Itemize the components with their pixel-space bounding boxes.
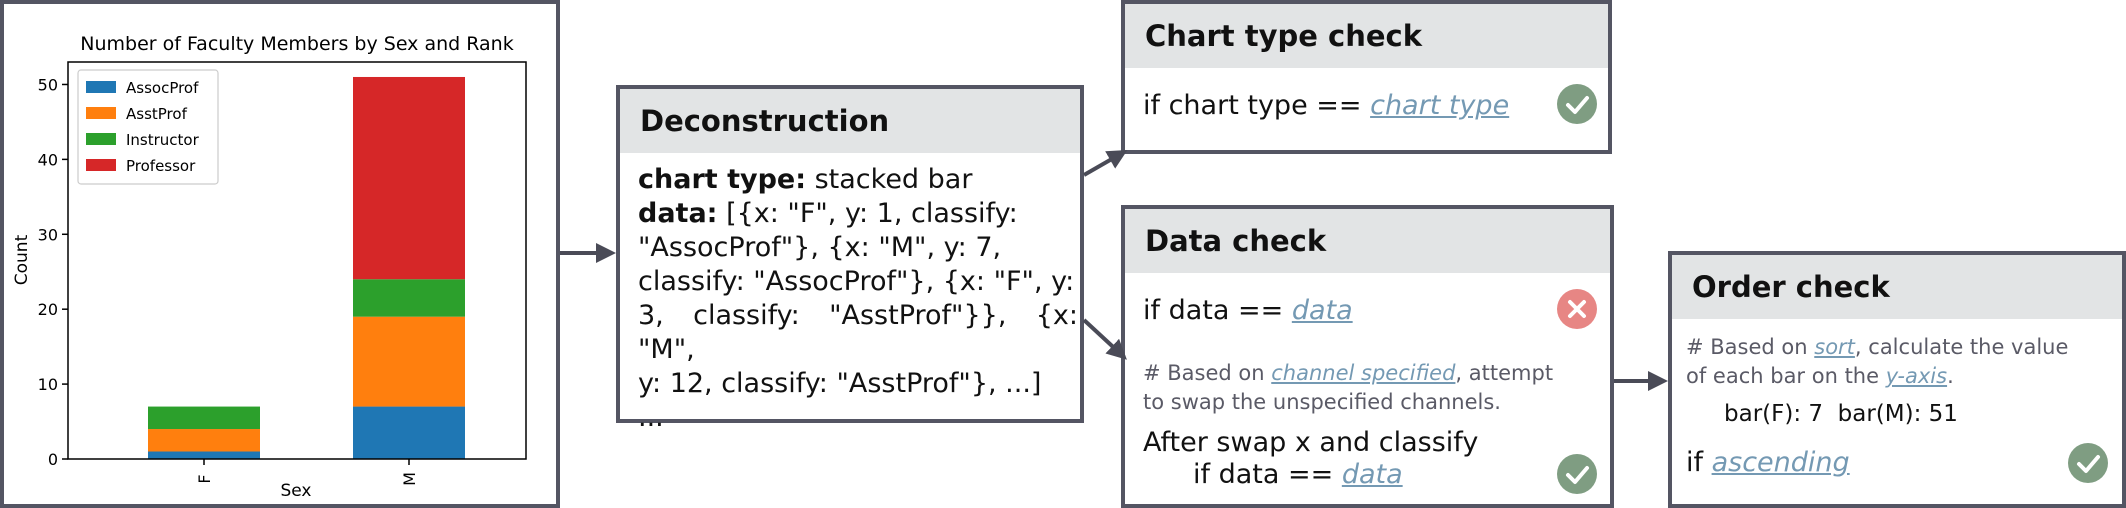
arrow-to-chart-type-check	[1083, 150, 1128, 177]
legend-label-instructor: Instructor	[126, 131, 200, 149]
x-axis-label: Sex	[280, 481, 311, 501]
data-line: y: 12, classify: "AsstProf"}, ...]	[638, 368, 1042, 399]
chart-type-check-title: Chart type check	[1125, 4, 1608, 68]
legend-label-asstprof: AsstProf	[126, 105, 188, 123]
sort-link[interactable]: sort	[1814, 335, 1855, 359]
plot-area: F M 0 10 20 30 40 50 AssocProfAsstProfInstructor…	[38, 61, 527, 486]
pass-check-icon	[2068, 443, 2108, 483]
chart-type-value: stacked bar	[806, 164, 973, 195]
swap-text: After swap x and classify	[1143, 427, 1479, 458]
chart-title: Number of Faculty Members by Sex and Ran…	[80, 33, 513, 55]
data-label: data:	[638, 198, 718, 229]
pass-check-icon	[1557, 84, 1597, 124]
legend-box	[77, 69, 219, 185]
legend-swatch-professor	[86, 159, 116, 171]
data-link[interactable]: data	[1341, 459, 1403, 490]
swap-comment: # Based on channel specified, attempt to…	[1143, 359, 1603, 417]
plot-frame	[67, 61, 527, 460]
arrow-to-data-check	[1082, 318, 1127, 360]
chart-type-check-box: Chart type check if chart type == chart …	[1121, 0, 1612, 154]
y-axis-link[interactable]: y-axis	[1885, 364, 1948, 388]
y-tick-label: 10	[38, 375, 58, 394]
bar-segment-asstprof-f	[148, 429, 260, 452]
chart-panel: Number of Faculty Members by Sex and Ran…	[0, 0, 560, 508]
data-condition: if data == data	[1143, 295, 1353, 326]
legend-label-assocprof: AssocProf	[126, 79, 199, 97]
ascending-link[interactable]: ascending	[1711, 447, 1850, 478]
data-line: [{x: "F", y: 1, classify:	[717, 198, 1018, 229]
condition-prefix: if	[1686, 447, 1712, 478]
comment-prefix: # Based on	[1143, 361, 1272, 385]
comment-mid: , calculate the value	[1854, 335, 2069, 359]
comment-suffix: , attempt	[1455, 361, 1554, 385]
y-tick-label: 40	[38, 150, 58, 169]
legend-swatch-assocprof	[86, 81, 116, 93]
data-link[interactable]: data	[1291, 295, 1353, 326]
x-tick-label: M	[400, 472, 419, 486]
data-line: "AssocProf"}, {x: "M", y: 7,	[638, 232, 1002, 263]
data-check-title: Data check	[1125, 209, 1610, 273]
data-line: 3, classify: "AsstProf"}}, {x: "M",	[638, 300, 1078, 365]
channel-specified-link[interactable]: channel specified	[1271, 361, 1456, 385]
condition-prefix: if data ==	[1193, 459, 1342, 490]
data-line: ...	[638, 402, 664, 433]
order-check-title: Order check	[1672, 255, 2122, 319]
bar-segment-instructor-f	[148, 406, 260, 430]
order-check-box: Order check # Based on sort, calculate t…	[1668, 251, 2126, 508]
bar-segment-assocprof-f	[148, 451, 260, 459]
bar-segment-instructor-m	[353, 279, 465, 317]
bar-values: bar(F): 7 bar(M): 51	[1724, 401, 1958, 427]
bar-segment-asstprof-m	[353, 316, 465, 407]
bar-segment-assocprof-m	[353, 406, 465, 459]
x-tick-label: F	[195, 474, 214, 483]
chart-type-link[interactable]: chart type	[1370, 90, 1510, 121]
stacked-bar-chart: Number of Faculty Members by Sex and Ran…	[12, 33, 527, 501]
chart-type-label: chart type:	[638, 164, 807, 195]
comment-prefix: # Based on	[1686, 335, 1815, 359]
pass-check-icon	[1557, 454, 1597, 494]
y-axis-label: Count	[12, 234, 32, 285]
order-condition: if ascending	[1686, 447, 1850, 478]
comment-prefix: of each bar on the	[1686, 364, 1886, 388]
legend-swatch-instructor	[86, 133, 116, 145]
y-tick-label: 50	[38, 75, 58, 94]
condition-prefix: if data ==	[1143, 295, 1292, 326]
order-comment: # Based on sort, calculate the value of …	[1686, 333, 2116, 391]
condition-prefix: if chart type ==	[1143, 90, 1371, 121]
bar-segment-professor-m	[353, 76, 465, 280]
data-line: classify: "AssocProf"}, {x: "F", y:	[638, 266, 1075, 297]
deconstruction-title: Deconstruction	[620, 89, 1080, 153]
fail-cross-icon	[1557, 289, 1597, 329]
legend-swatch-asstprof	[86, 107, 116, 119]
deconstruction-box: Deconstruction chart type: stacked bar d…	[616, 85, 1084, 433]
comment-line: to swap the unspecified channels.	[1143, 390, 1501, 414]
chart-type-condition: if chart type == chart type	[1143, 90, 1509, 121]
y-tick-label: 30	[38, 225, 58, 244]
deconstruction-content: chart type: stacked bar data: [{x: "F", …	[638, 163, 1078, 435]
y-tick-label: 20	[38, 300, 58, 319]
data-check-box: Data check if data == data # Based on ch…	[1121, 205, 1614, 508]
comment-suffix: .	[1947, 364, 1954, 388]
data-condition-after-swap: if data == data	[1193, 459, 1403, 490]
y-tick-label: 0	[48, 450, 58, 469]
legend-label-professor: Professor	[126, 157, 196, 175]
